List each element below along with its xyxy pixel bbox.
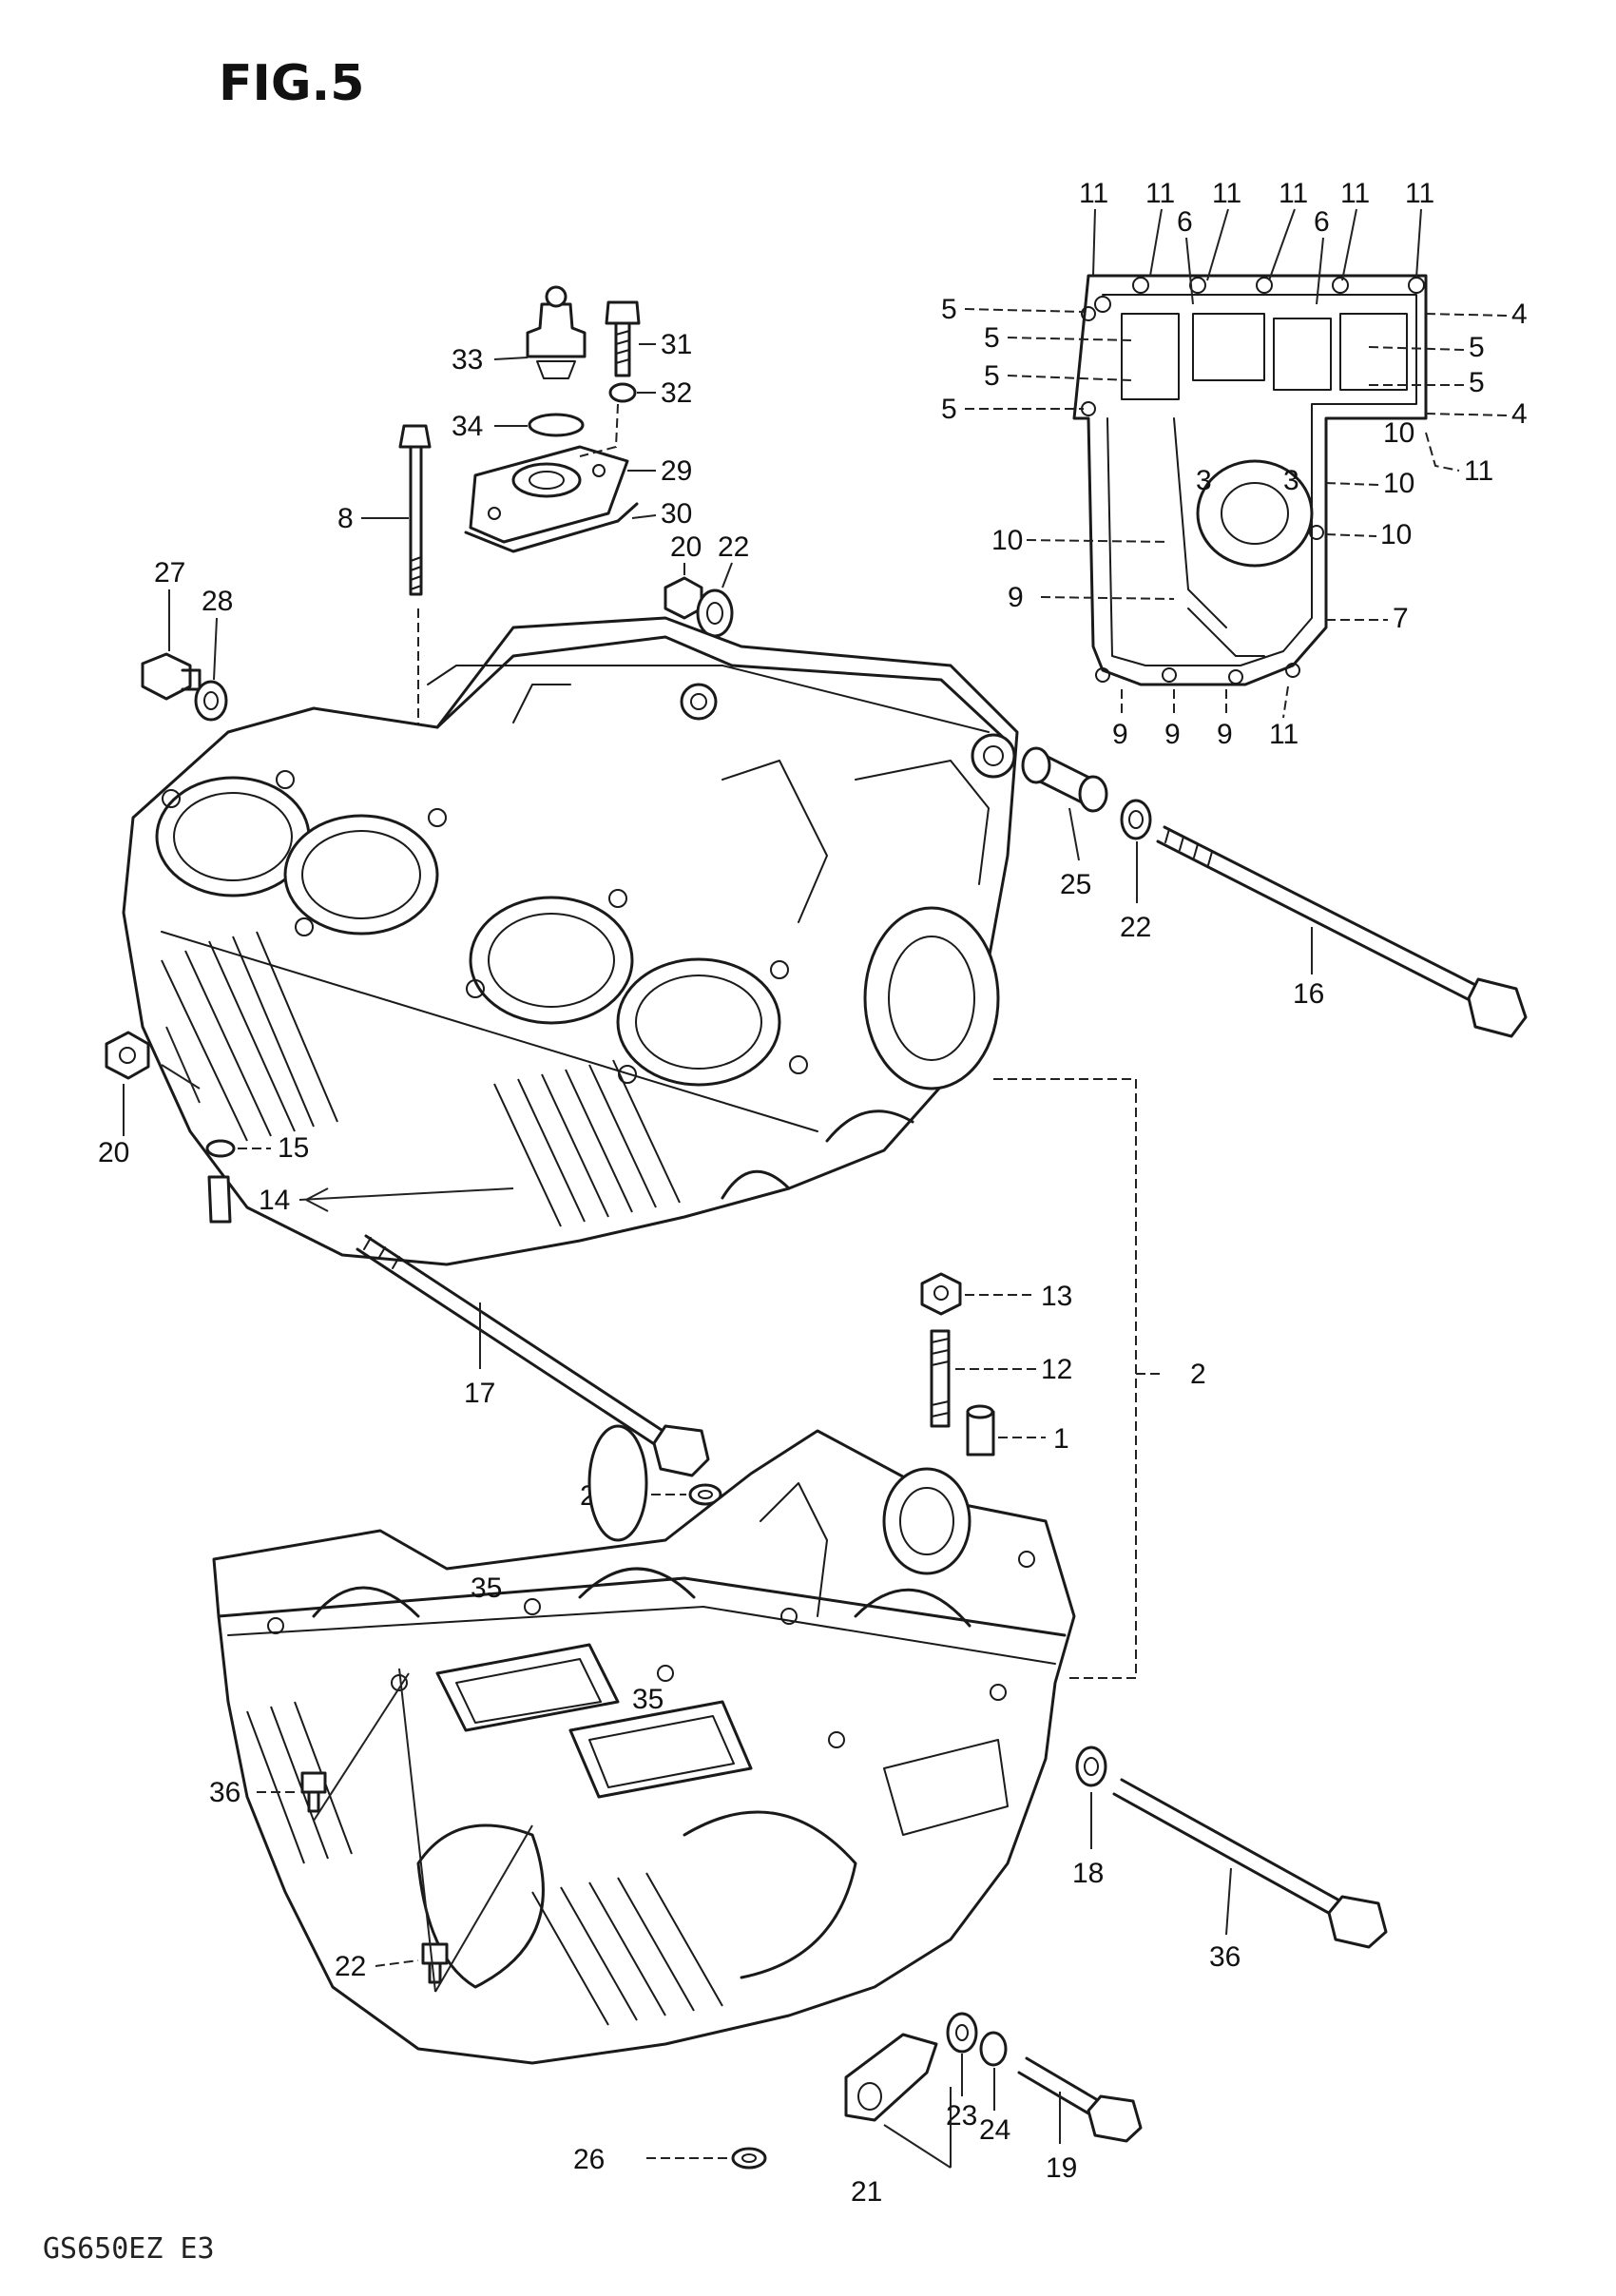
callout-label: 10 — [1383, 417, 1414, 449]
callout-label: 10 — [1380, 519, 1412, 550]
callout-label: 11 — [1079, 178, 1108, 209]
washer-26-lower: 26 — [573, 2144, 767, 2175]
callout-label: 6 — [1314, 206, 1330, 238]
callout-label: 9 — [1008, 582, 1024, 613]
callout-label: 24 — [979, 2114, 1010, 2146]
stud-nut-dowel: 13 12 1 2 — [920, 1078, 1206, 1679]
callout-label: 12 — [1041, 1354, 1072, 1385]
callout-label: 30 — [661, 498, 692, 530]
figure-title: FIG.5 — [219, 55, 365, 112]
nut-washer-upper: 20 22 — [664, 531, 749, 638]
callout-label: 27 — [154, 557, 185, 588]
callout-label: 5 — [941, 294, 957, 325]
callout-label: 14 — [259, 1185, 290, 1216]
long-bolt-17: 17 — [356, 1234, 710, 1477]
callout-label: 19 — [1046, 2152, 1077, 2184]
callout-label: 22 — [1120, 912, 1151, 943]
callout-label: 35 — [632, 1684, 664, 1715]
left-small-parts: 20 15 14 — [98, 1026, 514, 1224]
callout-label: 11 — [1269, 719, 1299, 750]
long-bolt-16: 25 22 16 — [1021, 746, 1528, 1038]
oil-pan-detail — [1072, 274, 1428, 686]
callout-label: 5 — [941, 394, 957, 425]
callout-label: 34 — [452, 411, 483, 442]
callout-label: 33 — [452, 344, 483, 376]
callout-label: 1 — [1053, 1423, 1069, 1455]
callout-label: 28 — [202, 586, 233, 617]
breather-hardware: 33 31 32 34 29 30 — [452, 285, 692, 553]
callout-label: 4 — [1511, 398, 1528, 430]
callout-label: 36 — [1209, 1941, 1241, 1973]
callout-label: 29 — [661, 455, 692, 487]
callout-label: 5 — [984, 360, 1000, 392]
callout-label: 11 — [1464, 455, 1493, 487]
callout-label: 11 — [1405, 178, 1434, 209]
callout-label: 22 — [718, 531, 749, 563]
callout-label: 8 — [337, 503, 354, 534]
bracket-bolt-19-21: 23 24 21 19 — [844, 2012, 1143, 2208]
callout-label: 5 — [1469, 367, 1485, 398]
callout-label: 15 — [278, 1132, 309, 1164]
callout-label: 21 — [851, 2176, 882, 2208]
callout-label: 5 — [984, 322, 1000, 354]
callout-label: 6 — [1177, 206, 1193, 238]
callout-label: 17 — [464, 1378, 495, 1409]
callout-label: 3 — [1196, 465, 1212, 496]
callout-label: 11 — [1212, 178, 1241, 209]
callout-label: 9 — [1112, 719, 1128, 750]
callout-label: 3 — [1283, 465, 1299, 496]
callout-label: 11 — [1279, 178, 1308, 209]
callout-label: 11 — [1145, 178, 1175, 209]
callout-label: 20 — [98, 1137, 129, 1168]
callout-label: 11 — [1340, 178, 1370, 209]
callout-label: 7 — [1393, 603, 1409, 634]
oil-pan-callouts: 11 11 11 11 11 11 6 6 5 5 5 5 5 5 4 4 10… — [941, 178, 1528, 750]
callout-label: 2 — [1190, 1359, 1206, 1390]
screws-36: 36 22 — [209, 1668, 533, 1993]
callout-label: 22 — [335, 1951, 366, 1982]
callout-label: 13 — [1041, 1281, 1072, 1312]
lower-crankcase: 35 35 — [212, 1424, 1076, 2065]
callout-label: 36 — [209, 1777, 240, 1808]
callout-label: 31 — [661, 329, 692, 360]
callout-label: 9 — [1217, 719, 1233, 750]
callout-label: 32 — [661, 377, 692, 409]
callout-label: 10 — [991, 525, 1023, 556]
callout-label: 10 — [1383, 468, 1414, 499]
callout-label: 4 — [1511, 299, 1528, 330]
callout-label: 25 — [1060, 869, 1091, 900]
plug-washer-27-28: 27 28 — [141, 557, 233, 722]
callout-label: 18 — [1072, 1858, 1104, 1889]
callout-label: 16 — [1293, 978, 1324, 1010]
model-code: GS650EZ E3 — [43, 2232, 215, 2266]
long-bolt-18: 18 36 — [1072, 1746, 1388, 1973]
callout-label: 35 — [471, 1572, 502, 1604]
callout-label: 5 — [1469, 332, 1485, 363]
upper-crankcase — [122, 616, 1019, 1266]
callout-label: 20 — [670, 531, 702, 563]
callout-label: 26 — [573, 2144, 605, 2175]
callout-label: 9 — [1164, 719, 1181, 750]
